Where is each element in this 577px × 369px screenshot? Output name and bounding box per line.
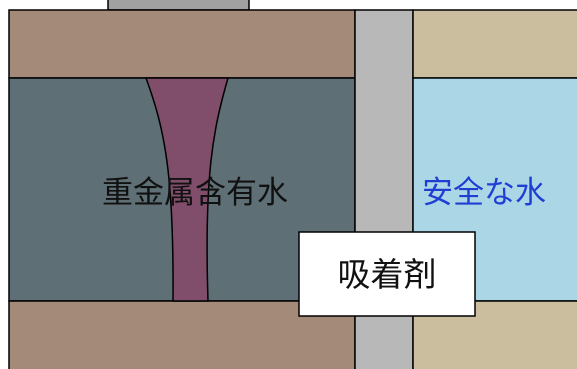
adsorbent-label-box [298, 231, 476, 317]
top-pipe-stub [107, 0, 250, 11]
right-upper-soil [412, 9, 577, 79]
left-upper-wall [8, 9, 356, 79]
right-lower-soil [412, 300, 577, 369]
heavy-metal-plume [144, 77, 229, 302]
left-lower-wall [8, 300, 356, 369]
right-water-label: 安全な水 [422, 175, 546, 211]
left-water-label: 重金属含有水 [102, 175, 288, 211]
adsorbent-label: 吸着剤 [338, 255, 437, 294]
